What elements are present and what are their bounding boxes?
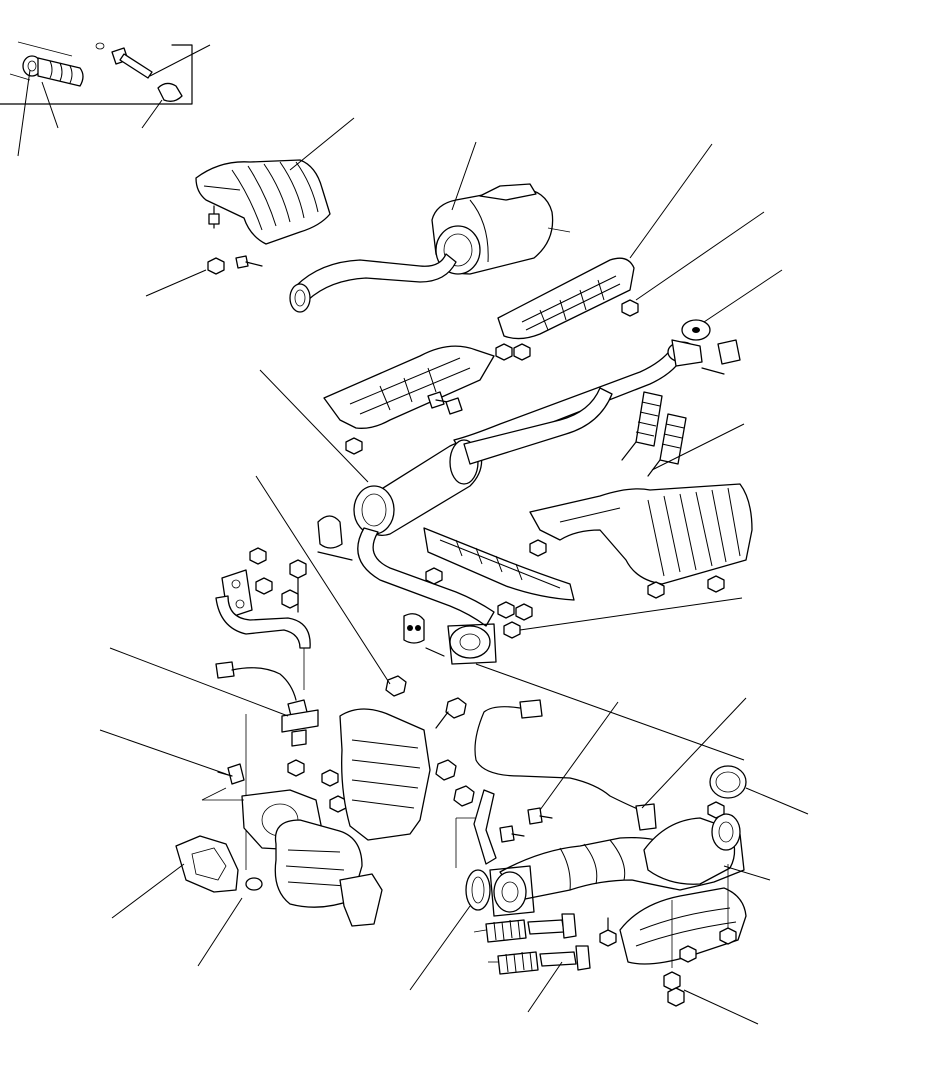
gasket-ring-lower bbox=[409, 869, 491, 991]
bolt-icon bbox=[719, 927, 737, 945]
nut-icon bbox=[621, 299, 639, 317]
bolt-icon bbox=[527, 807, 553, 825]
spring-bolt-icon bbox=[647, 413, 687, 477]
gasket-manifold bbox=[111, 835, 263, 967]
manifold-bracket bbox=[215, 547, 311, 649]
heat-shield-middle-right bbox=[495, 143, 765, 361]
nut-icon bbox=[663, 971, 681, 991]
nut-icon bbox=[515, 603, 533, 621]
exhaust-pipe-a bbox=[455, 701, 771, 917]
rubber-mount-icon bbox=[317, 515, 353, 561]
floor-heat-shield bbox=[529, 483, 753, 599]
rubber-mount-icon bbox=[403, 613, 445, 657]
lower-center-heat-shield bbox=[423, 527, 743, 639]
spring-bolts bbox=[473, 913, 591, 1013]
bolt-icon bbox=[453, 785, 475, 807]
nut-icon bbox=[513, 343, 531, 361]
lower-heat-shield bbox=[599, 864, 747, 968]
nut-icon bbox=[647, 581, 665, 599]
nut-icon bbox=[497, 601, 515, 619]
bolt-icon bbox=[679, 945, 697, 963]
upper-heat-shield-rear bbox=[145, 117, 355, 297]
bolt-icon bbox=[208, 205, 220, 229]
gasket-ring bbox=[475, 663, 809, 815]
nut-icon bbox=[707, 801, 725, 819]
bolt-icon bbox=[499, 825, 525, 843]
nut-icon bbox=[255, 577, 273, 595]
bolt-icon bbox=[445, 397, 463, 415]
oxygen-sensor-primary bbox=[109, 647, 319, 870]
nut-icon bbox=[249, 547, 267, 565]
nut-icon bbox=[529, 539, 547, 557]
exhaust-pipe-b bbox=[453, 269, 783, 477]
nut-icon bbox=[707, 575, 725, 593]
flange-nuts bbox=[663, 971, 759, 1025]
converter-heat-shield bbox=[255, 475, 475, 841]
bolt-icon bbox=[217, 763, 245, 785]
nut-icon bbox=[425, 567, 443, 585]
bolt-icon bbox=[435, 697, 467, 729]
heat-shield-center bbox=[323, 345, 495, 455]
catalytic-converter-primary bbox=[99, 729, 383, 927]
resonator bbox=[259, 369, 613, 665]
muffler-rear bbox=[289, 141, 571, 313]
rubber-mount-icon bbox=[681, 319, 711, 341]
rubber-mount-icon bbox=[717, 339, 741, 365]
bolt-icon bbox=[385, 675, 407, 697]
spring-bolt-icon bbox=[497, 945, 591, 975]
nut-icon bbox=[321, 769, 339, 787]
bolt-icon bbox=[435, 759, 457, 781]
nut-icon bbox=[345, 437, 363, 455]
oxygen-sensor-secondary bbox=[474, 697, 747, 831]
tailpipe-inset bbox=[0, 41, 211, 157]
nut-icon bbox=[495, 343, 513, 361]
spring-bolt-icon bbox=[621, 391, 663, 461]
nut-icon bbox=[667, 987, 685, 1007]
bolt-icon bbox=[599, 917, 617, 947]
bolt-icon bbox=[281, 589, 299, 609]
nut-icon bbox=[207, 257, 225, 275]
spring-bolt-icon bbox=[485, 913, 577, 943]
nut-icon bbox=[503, 621, 521, 639]
bolt-icon bbox=[235, 255, 263, 269]
nut-icon bbox=[287, 759, 305, 777]
